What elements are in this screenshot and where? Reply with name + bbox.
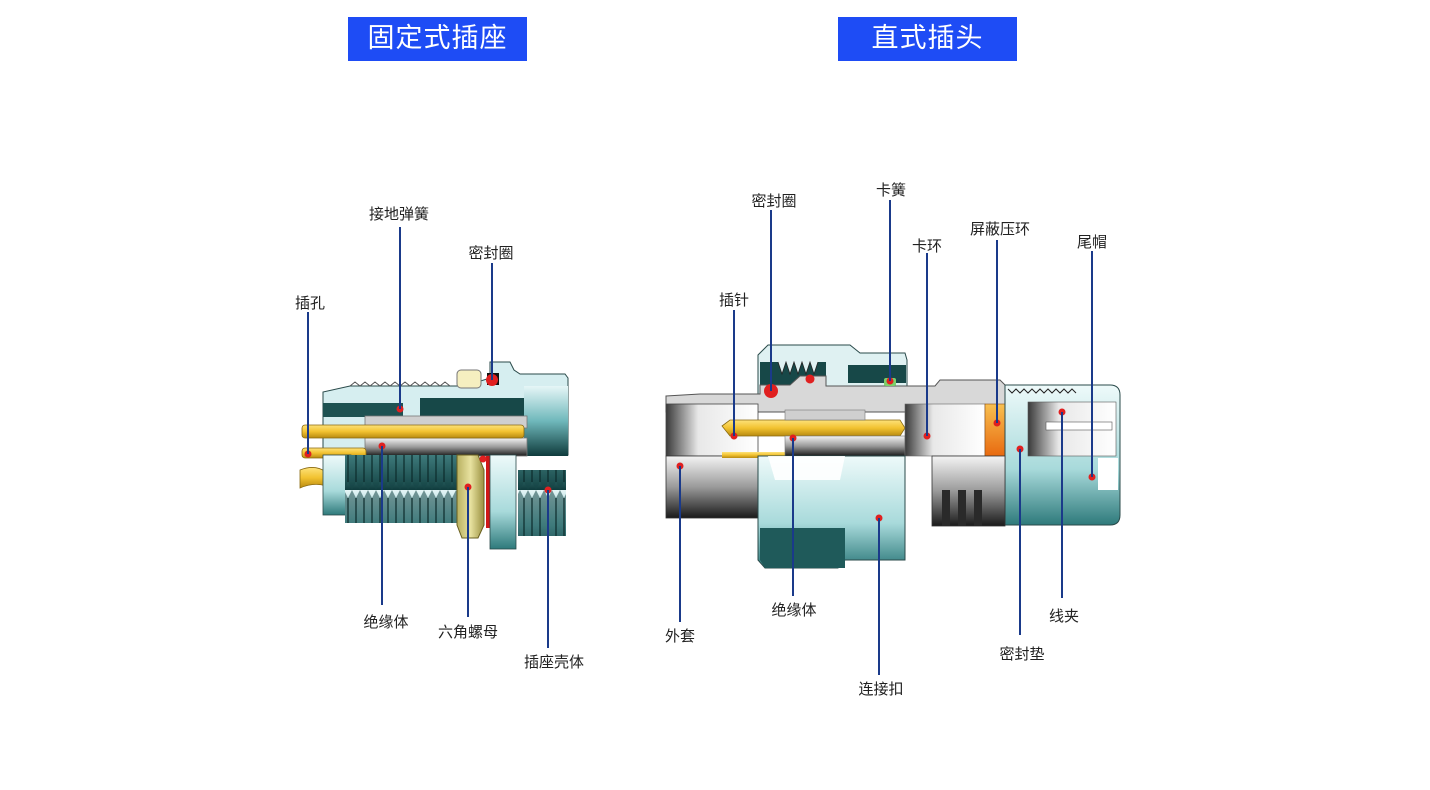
straight-plug-drawing: [665, 200, 1121, 675]
label-coupling-nut: 连接扣: [858, 680, 904, 698]
label-pin: 插针: [718, 291, 750, 309]
label-seal-ring: 密封圈: [468, 244, 514, 262]
label-jack-hole: 插孔: [294, 294, 326, 312]
label-ground-spring: 接地弹簧: [368, 205, 430, 223]
fixed-socket-drawing: [299, 227, 569, 648]
label-hex-nut: 六角螺母: [437, 623, 499, 641]
label-seal-gasket: 密封垫: [999, 645, 1045, 663]
straight-plug-title: 直式插头: [838, 17, 1017, 61]
label-snap-spring: 卡簧: [875, 181, 907, 199]
label-snap-ring: 卡环: [911, 237, 943, 255]
fixed-socket-title: 固定式插座: [348, 17, 527, 61]
label-insulator: 绝缘体: [363, 613, 409, 631]
label-outer-sleeve: 外套: [664, 627, 696, 645]
label-socket-shell: 插座壳体: [523, 653, 585, 671]
label-cable-clamp: 线夹: [1048, 607, 1080, 625]
label-seal-ring-plug: 密封圈: [751, 192, 797, 210]
label-shield-clamp-ring: 屏蔽压环: [969, 220, 1031, 238]
label-insulator-plug: 绝缘体: [771, 601, 817, 619]
label-tail-cap: 尾帽: [1076, 233, 1108, 251]
